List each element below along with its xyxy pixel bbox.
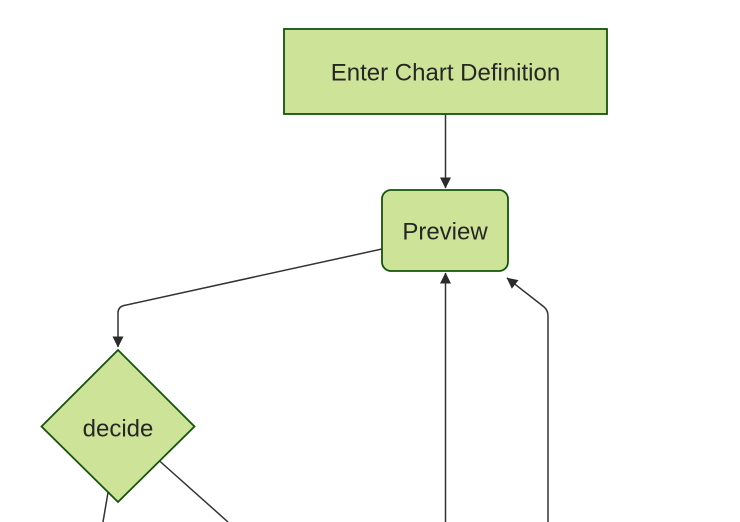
node-label: Preview <box>402 219 488 246</box>
edge-decide-to-offscreen-bottom-right <box>158 459 229 522</box>
edge-preview-to-decide <box>112 248 383 348</box>
rounded-rectangle-shape <box>381 189 509 272</box>
node-label: decide <box>83 416 154 443</box>
diamond-shape <box>40 348 196 504</box>
rectangle-shape <box>283 28 608 115</box>
node-preview: Preview <box>381 189 509 272</box>
node-label: Enter Chart Definition <box>331 60 560 87</box>
edge-offscreen-bottom-right-to-preview <box>506 277 549 522</box>
node-enter-chart-definition: Enter Chart Definition <box>283 28 608 115</box>
node-decide: decide <box>40 348 196 504</box>
edge-decide-to-offscreen-bottom-left <box>102 492 109 522</box>
